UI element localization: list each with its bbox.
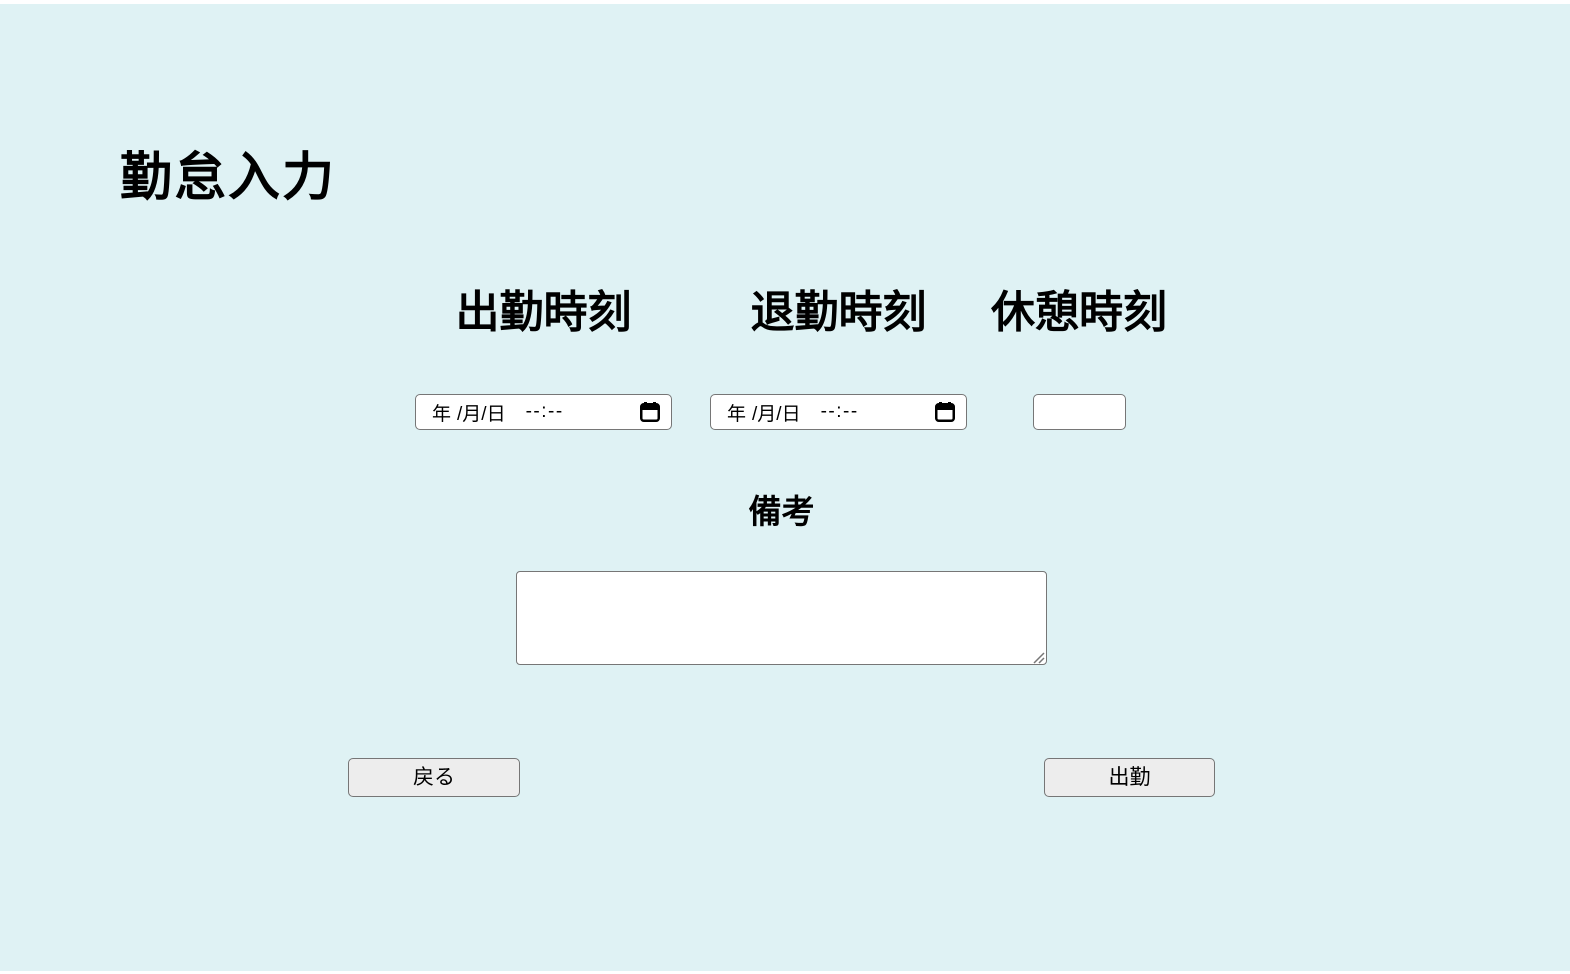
clock-out-time-label: 退勤時刻 [750, 288, 927, 337]
remarks-label: 備考 [748, 493, 815, 530]
break-time-cell [990, 394, 1168, 430]
time-segment[interactable]: --:-- [820, 401, 859, 422]
break-time-label: 休憩時刻 [991, 288, 1167, 337]
break-time-input[interactable] [1032, 394, 1126, 430]
attendance-entry-page: 勤怠入力 出勤時刻 退勤時刻 休憩時刻 年 /月/日 --:-- 年 /月/日 … [0, 4, 1570, 971]
clock-in-datetime-input[interactable]: 年 /月/日 --:-- [415, 394, 672, 430]
resize-handle-icon[interactable] [1031, 650, 1045, 664]
year-segment[interactable]: 年 [432, 403, 452, 425]
remarks-textarea[interactable] [516, 571, 1047, 665]
clock-out-datetime-input[interactable]: 年 /月/日 --:-- [710, 394, 967, 430]
time-inputs-row: 年 /月/日 --:-- 年 /月/日 --:-- [415, 394, 1168, 430]
back-button[interactable]: 戻る [348, 758, 520, 797]
time-labels-row: 出勤時刻 退勤時刻 休憩時刻 [415, 291, 1168, 335]
clock-in-button[interactable]: 出勤 [1044, 758, 1215, 797]
time-segment[interactable]: --:-- [525, 401, 564, 422]
month-day-segment[interactable]: /月/日 [457, 403, 506, 425]
calendar-icon[interactable] [639, 401, 661, 423]
calendar-icon[interactable] [934, 401, 956, 423]
month-day-segment[interactable]: /月/日 [752, 403, 801, 425]
clock-in-time-label: 出勤時刻 [455, 288, 632, 337]
year-segment[interactable]: 年 [727, 403, 747, 425]
page-title: 勤怠入力 [120, 149, 337, 207]
